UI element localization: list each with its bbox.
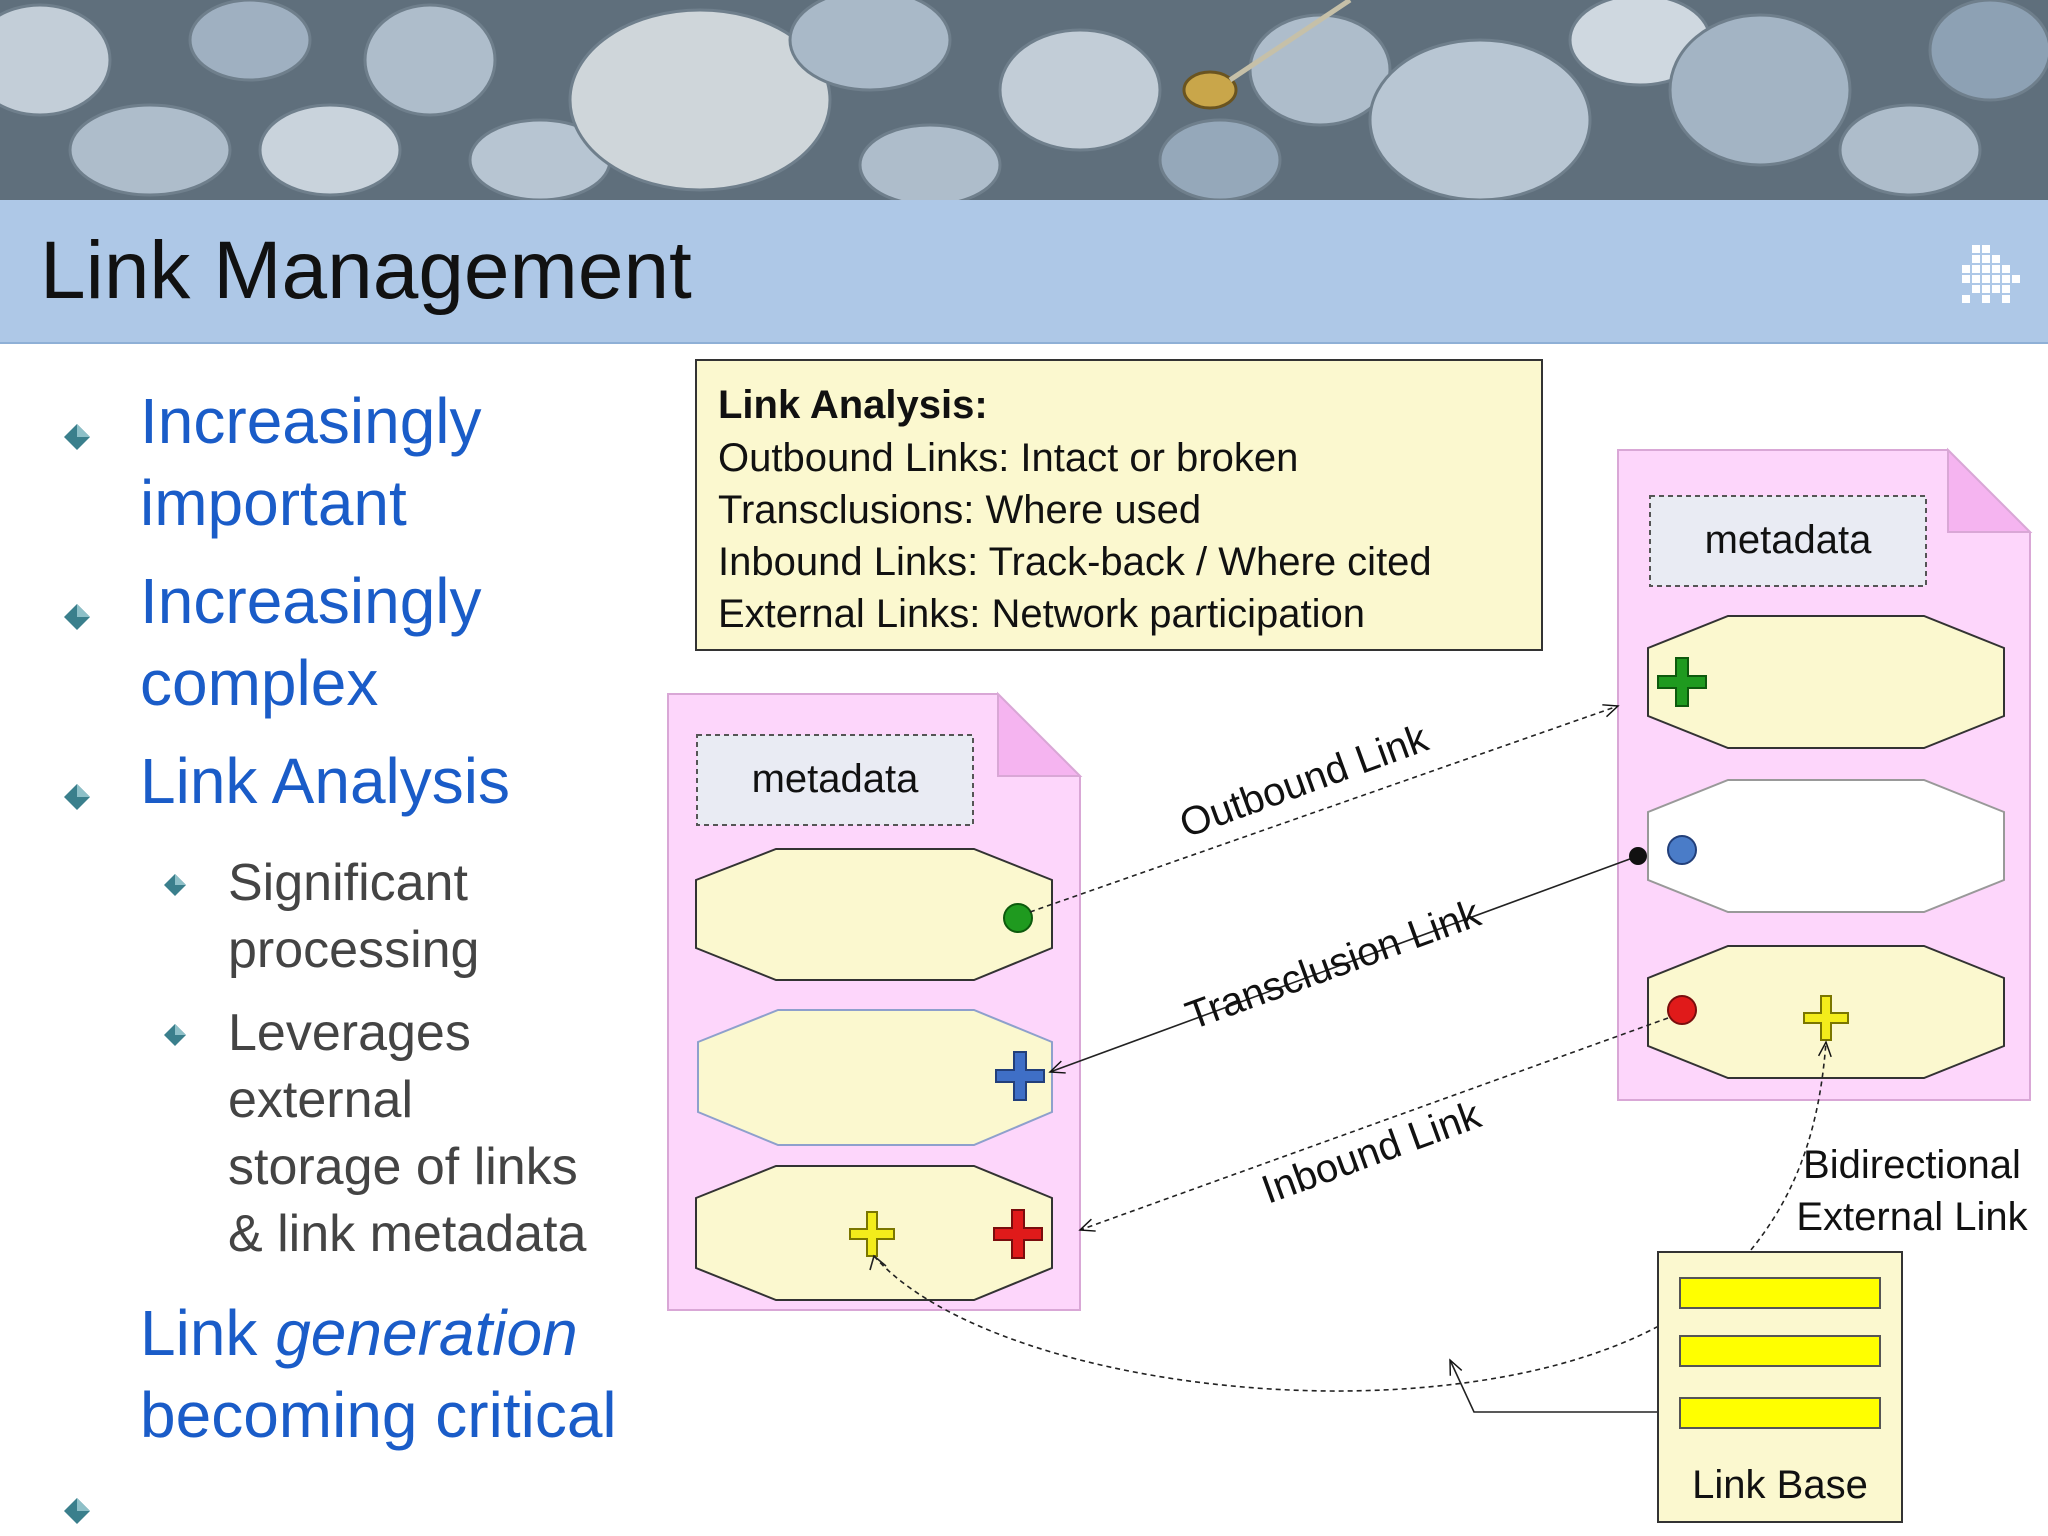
link-base-bar xyxy=(1679,1335,1881,1367)
bidirectional-link-start-arrow xyxy=(869,1254,887,1271)
link-base-bar xyxy=(1679,1397,1881,1429)
left-metadata-box xyxy=(696,734,974,826)
bidirectional-label-line1: Bidirectional xyxy=(1803,1143,2021,1187)
yellow-plus-icon xyxy=(1803,995,1849,1041)
analysis-box-title: Link Analysis: xyxy=(718,383,988,427)
transclusion-link-line xyxy=(1048,855,1639,1074)
bidirectional-label-line2: External Link xyxy=(1796,1195,2028,1239)
left-node-3 xyxy=(695,1165,1053,1301)
left-node-2 xyxy=(697,1009,1053,1146)
green-dot-icon xyxy=(1003,903,1033,933)
analysis-line: Transclusions: Where used xyxy=(718,488,1201,532)
inbound-link-label: Inbound Link xyxy=(1256,1092,1487,1212)
diamond-bullet-icon xyxy=(64,1498,90,1524)
right-node-1 xyxy=(1647,615,2005,749)
bullet-link-analysis: Link Analysis xyxy=(140,745,510,817)
link-base-bar xyxy=(1679,1277,1881,1309)
diamond-sub-bullet-icon xyxy=(164,1024,186,1046)
right-document: metadata xyxy=(1617,447,2033,1101)
left-node-1 xyxy=(695,848,1053,981)
bidirectional-link-curve xyxy=(873,1040,1832,1392)
transclusion-anchor-dot xyxy=(1629,847,1647,865)
link-base-connector xyxy=(1449,1358,1680,1413)
right-metadata-label: metadata xyxy=(1705,518,1873,562)
link-base: Link Base xyxy=(1657,1251,1903,1523)
link-base-label: Link Base xyxy=(1692,1463,1868,1507)
outbound-link-line xyxy=(1029,704,1620,913)
analysis-line: Outbound Links: Intact or broken xyxy=(718,436,1298,480)
analysis-line: Inbound Links: Track-back / Where cited xyxy=(718,540,1432,584)
diamond-bullet-icon xyxy=(64,784,90,810)
bullet-link-generation: Link generation becoming critical xyxy=(140,1297,617,1451)
left-metadata-label: metadata xyxy=(752,757,920,801)
transclusion-link-label: Transclusion Link xyxy=(1180,891,1487,1039)
link-analysis-box: Link Analysis: Outbound Links: Intact or… xyxy=(695,359,1543,651)
yellow-plus-icon xyxy=(849,1211,895,1257)
right-metadata-box xyxy=(1649,495,1927,587)
right-node-2 xyxy=(1647,779,2005,913)
blue-dot-icon xyxy=(1667,835,1697,865)
diamond-bullet-icon xyxy=(64,424,90,450)
outbound-link-label: Outbound Link xyxy=(1174,716,1434,847)
pixel-arrow-logo-icon xyxy=(1962,245,2020,303)
diamond-sub-bullet-icon xyxy=(164,874,186,896)
left-document: metadata xyxy=(667,691,1083,1311)
analysis-line: External Links: Network participation xyxy=(718,592,1365,636)
red-plus-icon xyxy=(993,1209,1043,1259)
diamond-bullet-icon xyxy=(64,604,90,630)
right-node-3 xyxy=(1647,945,2005,1079)
title-bar: Link Management xyxy=(0,200,2048,344)
red-dot-icon xyxy=(1667,995,1697,1025)
green-plus-icon xyxy=(1657,657,1707,707)
inbound-link-line xyxy=(1078,1017,1669,1232)
page-title: Link Management xyxy=(40,225,692,316)
blue-plus-icon xyxy=(995,1051,1045,1101)
stones-banner-image xyxy=(0,0,2048,200)
